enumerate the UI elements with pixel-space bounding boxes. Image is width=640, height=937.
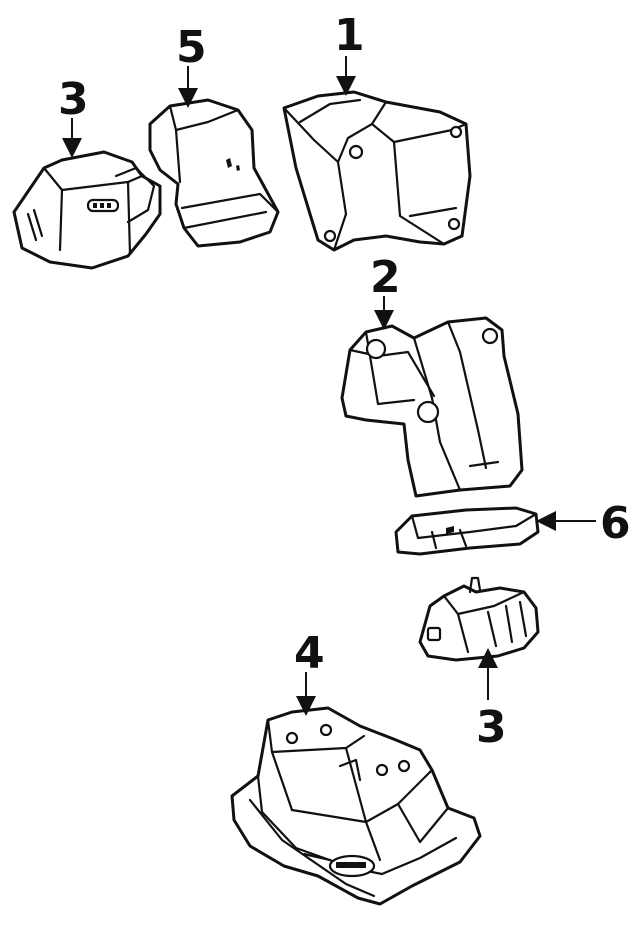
callout-1: 1 xyxy=(334,10,365,61)
part-2-lower-bracket xyxy=(340,316,524,498)
part-4-transmission-mount xyxy=(230,706,482,906)
callout-leaders xyxy=(62,56,596,716)
part-5-mount-insulator xyxy=(148,98,280,248)
part-1-mount-bracket xyxy=(282,90,472,252)
callout-3-upper: 3 xyxy=(58,74,89,125)
callout-numbers: 1 5 3 2 6 3 4 xyxy=(58,10,631,753)
callout-5: 5 xyxy=(176,22,207,73)
part-6-cushion xyxy=(394,506,540,556)
part-3-engine-mount-lower xyxy=(418,576,540,662)
callout-4: 4 xyxy=(294,628,325,679)
part-3-engine-mount-upper xyxy=(12,150,162,270)
callout-2: 2 xyxy=(370,252,401,303)
callout-3-lower: 3 xyxy=(476,702,507,753)
callout-6: 6 xyxy=(600,498,631,549)
